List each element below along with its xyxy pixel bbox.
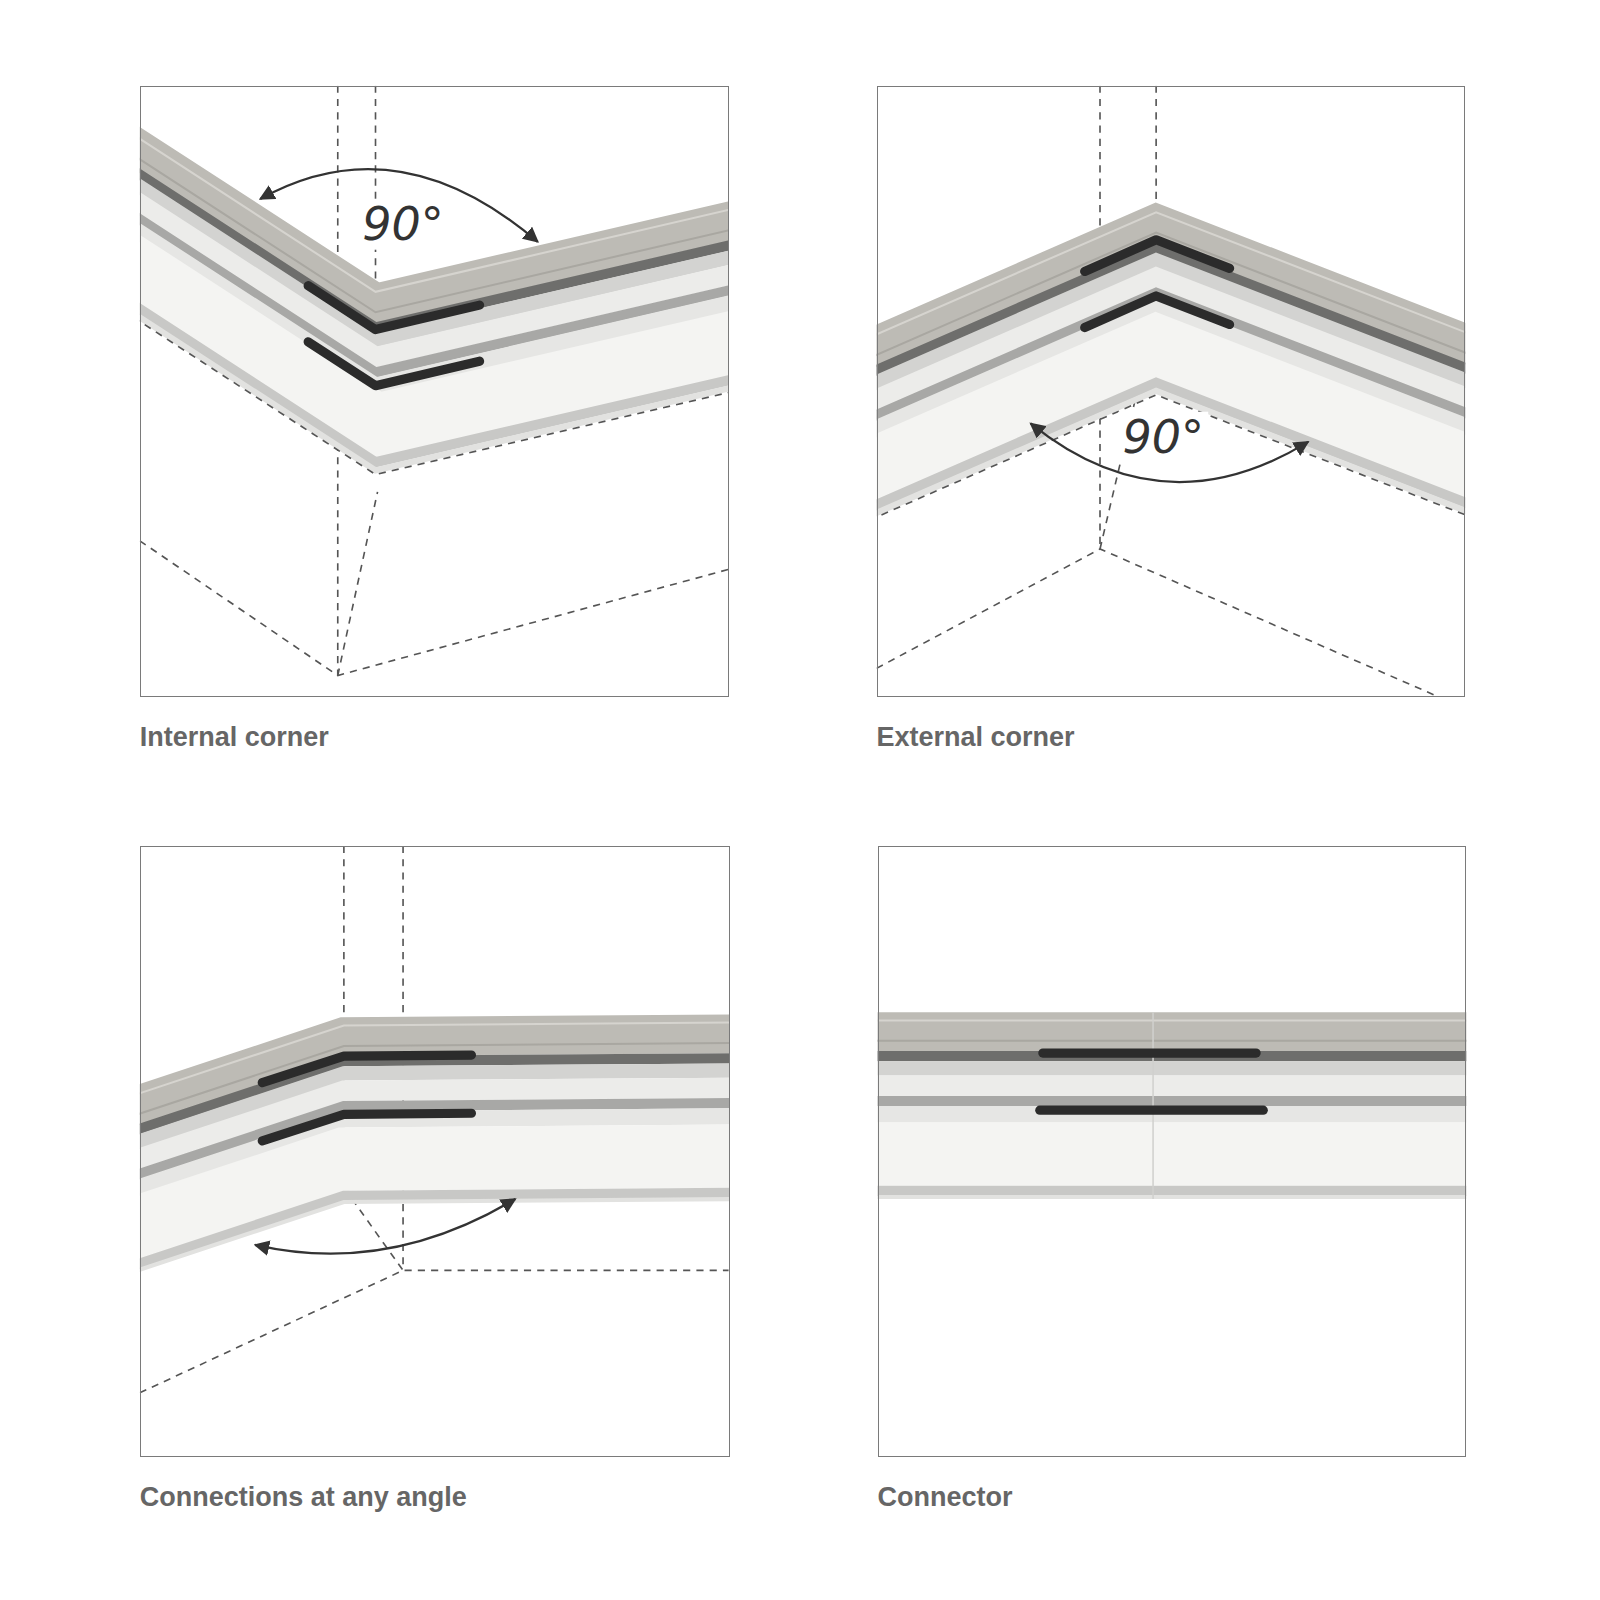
external-corner-figure [877, 86, 1466, 697]
angle-label: 90° [358, 199, 448, 250]
figure-panel: Connections at any angle [140, 846, 730, 1457]
figure-panel: Internal corner [140, 86, 729, 697]
panel-caption: Connections at any angle [140, 1482, 467, 1513]
panel-caption: Internal corner [140, 722, 329, 753]
connector-figure [878, 1012, 1467, 1199]
angle-label: 90° [1118, 411, 1208, 462]
any-angle-figure [140, 846, 730, 1393]
figure-panel: Connector [878, 846, 1467, 1457]
figure-panel: External corner [877, 86, 1466, 697]
panel-caption: Connector [878, 1482, 1013, 1513]
internal-corner-figure [140, 86, 729, 676]
panel-caption: External corner [877, 722, 1075, 753]
